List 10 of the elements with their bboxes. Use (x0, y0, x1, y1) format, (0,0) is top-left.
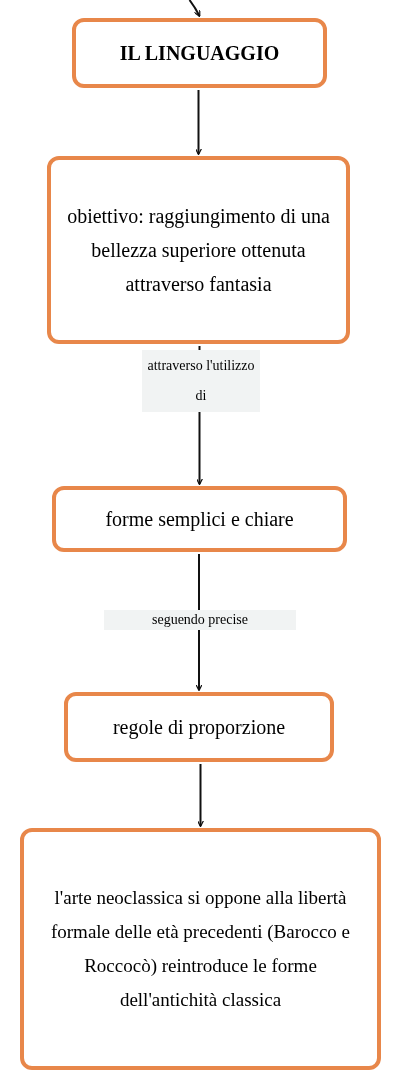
arrow (194, 89, 203, 156)
process-box: regole di proporzione (64, 692, 334, 762)
process-box: l'arte neoclassica si oppone alla libertà formale delle età precedenti (Barocco e Roccocò) reintroduce le forme dell'antichità classica (20, 828, 381, 1070)
edge-label: seguendo precise (104, 610, 296, 630)
process-box: IL LINGUAGGIO (72, 18, 327, 88)
arrow (188, 0, 201, 18)
edge-label: attraverso l'utilizzo di (142, 350, 260, 412)
arrow (196, 763, 205, 828)
process-box: forme semplici e chiare (52, 486, 347, 552)
process-box: obiettivo: raggiungimento di una bellezza superiore ottenuta attraverso fantasia (47, 156, 350, 344)
